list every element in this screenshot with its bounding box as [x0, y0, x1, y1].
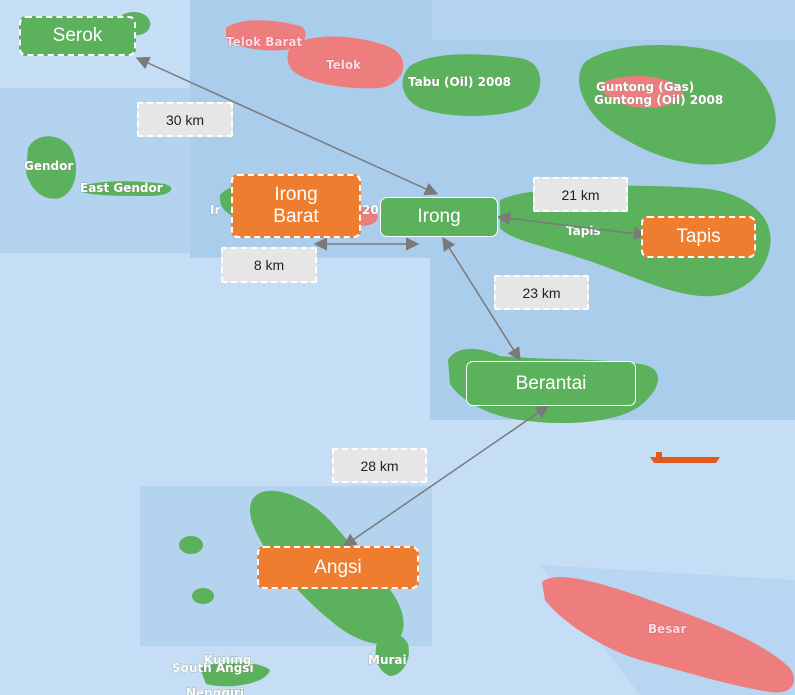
label-guntong-gas: Guntong (Gas): [596, 80, 694, 94]
node-irong[interactable]: Irong: [380, 197, 498, 237]
label-irong-barat-partial: 20: [362, 203, 379, 217]
field-guntong: [579, 44, 776, 165]
distance-serok-irong: 30 km: [137, 102, 233, 137]
node-tapis[interactable]: Tapis: [641, 216, 756, 258]
field-south-angsi: [200, 662, 270, 687]
label-tabu: Tabu (Oil) 2008: [408, 75, 511, 89]
node-irong-barat[interactable]: Irong Barat: [231, 174, 361, 238]
label-murai: Murai: [368, 653, 407, 667]
label-guntong-oil: Guntong (Oil) 2008: [594, 93, 723, 107]
edge-berantai-angsi: [342, 405, 550, 547]
distance-irongbarat-irong: 8 km: [221, 247, 317, 283]
ship-icon: [650, 452, 720, 463]
water-strip-top: [432, 0, 795, 40]
field-telok-barat: [226, 20, 306, 51]
label-besar: Besar: [648, 622, 687, 636]
label-telok-barat: Telok Barat: [226, 35, 303, 49]
label-east-gendor: East Gendor: [80, 181, 163, 195]
field-islet-1: [179, 536, 203, 554]
field-guntong-gas: [600, 75, 683, 108]
label-telok: Telok: [326, 58, 362, 72]
label-bottom-partial: Nenggiri: [186, 686, 244, 695]
field-gendor: [26, 136, 76, 199]
label-south-angsi: South Angsi: [172, 661, 254, 675]
field-islet-2: [192, 588, 214, 604]
distance-irong-berantai: 23 km: [494, 275, 589, 310]
label-gendor: Gendor: [24, 159, 73, 173]
distance-berantai-angsi: 28 km: [332, 448, 427, 483]
edge-irong-berantai: [442, 236, 521, 362]
edge-serok-irong: [135, 56, 439, 196]
field-besar: [542, 577, 794, 693]
label-irong-partial: Ir: [210, 203, 220, 217]
edge-irong-tapis: [496, 211, 648, 241]
field-murai: [375, 633, 409, 676]
distance-irong-tapis: 21 km: [533, 177, 628, 212]
node-berantai[interactable]: Berantai: [466, 361, 636, 406]
node-angsi[interactable]: Angsi: [257, 546, 419, 589]
node-serok[interactable]: Serok: [19, 16, 136, 56]
label-kuning: Kuning: [204, 653, 251, 667]
